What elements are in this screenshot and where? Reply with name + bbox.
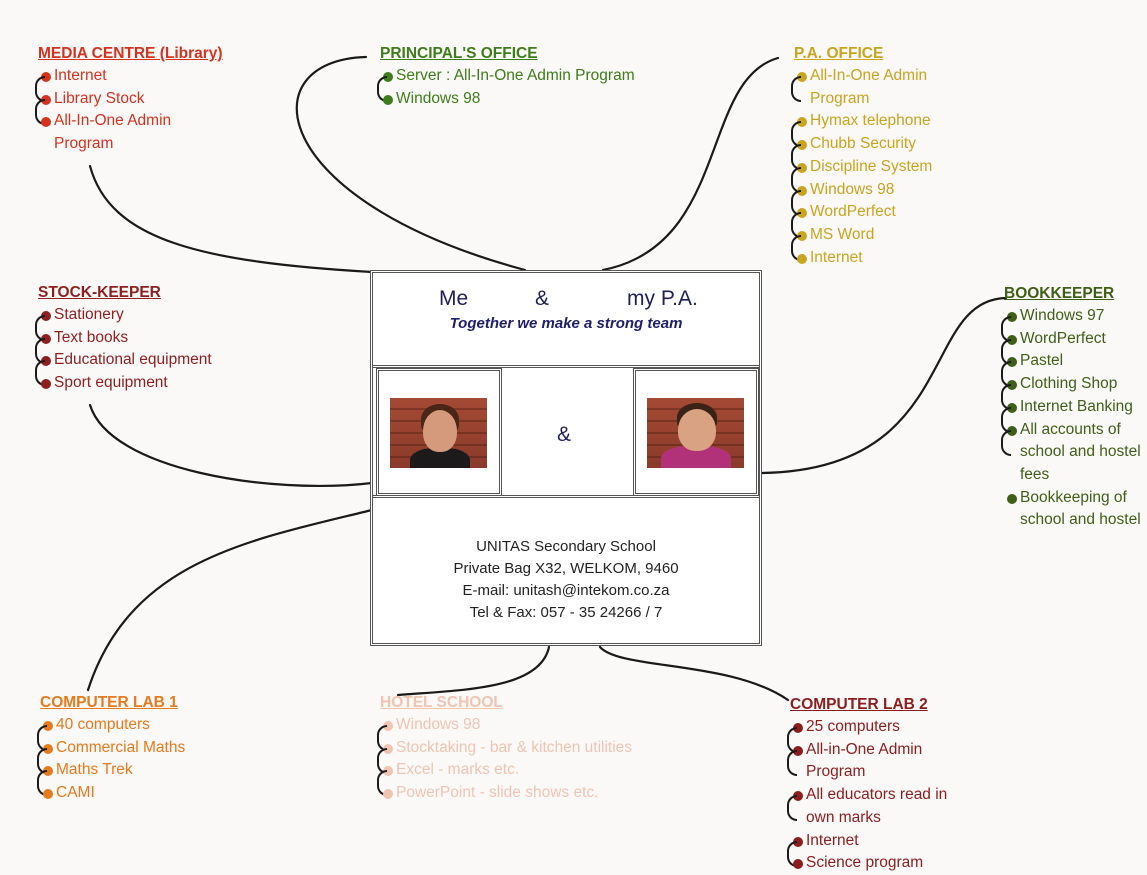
pa-office-title: P.A. OFFICE (794, 45, 884, 62)
photo-frame-me (376, 368, 502, 496)
computer-lab-1-item: CAMI (38, 782, 228, 805)
pa-office-item: WordPerfect (791, 201, 962, 238)
stock-keeper-item: Sport equipment (36, 372, 246, 395)
ampersand-label: & (535, 287, 550, 310)
pa-office-item: Windows 98 (791, 179, 962, 216)
computer-lab-1-item: 40 computers (37, 714, 228, 751)
photo-frame-pa (633, 368, 759, 496)
bookkeeper-item: Internet Banking (1001, 396, 1147, 433)
pa-office-item: MS Word (791, 224, 962, 261)
connector-computer-lab-1 (86, 508, 374, 692)
stock-keeper-item: Stationery (35, 304, 246, 341)
team-tagline: Together we make a strong team (449, 315, 683, 332)
hotel-school-item: Excel - marks etc. (377, 759, 658, 796)
media-centre-item: Library Stock (35, 88, 246, 125)
computer-lab-2-item: Science program (788, 852, 968, 875)
bookkeeper-item: Windows 97 (1001, 305, 1147, 342)
computer-lab-1-item: Maths Trek (37, 759, 228, 796)
computer-lab-2-item: Internet (787, 830, 968, 867)
email-address: E-mail: unitash@intekom.co.za (462, 582, 670, 599)
pa-office-item: Internet (792, 247, 962, 270)
principal-item: Server : All-In-One Admin Program (377, 65, 668, 102)
principals-office-title: PRINCIPAL'S OFFICE (380, 45, 538, 62)
hotel-school-item: Windows 98 (377, 714, 658, 751)
team-header: Me & my P.A. Together we make a strong t… (373, 273, 759, 368)
phone-fax: Tel & Fax: 057 - 35 24266 / 7 (469, 604, 663, 621)
media-centre-item: All-In-One Admin Program (36, 110, 246, 155)
photo-ampersand: & (557, 423, 572, 446)
computer-lab-1-title: COMPUTER LAB 1 (40, 694, 178, 711)
pa-office-item: All-In-One Admin Program (791, 65, 962, 110)
bookkeeper-item: All accounts of school and hostel fees (1001, 419, 1147, 487)
bookkeeper-title: BOOKKEEPER (1004, 285, 1115, 302)
hotel-school-title: HOTEL SCHOOL (380, 694, 503, 711)
school-address: UNITAS Secondary School Private Bag X32,… (373, 536, 759, 624)
computer-lab-2-title: COMPUTER LAB 2 (790, 696, 928, 713)
computer-lab-2-item: All-in-One Admin Program (787, 739, 968, 784)
stock-keeper-item: Educational equipment (35, 349, 246, 386)
computer-lab-2-item: All educators read in own marks (787, 784, 968, 829)
stock-keeper-item: Text books (35, 327, 246, 364)
school-address-box: UNITAS Secondary School Private Bag X32,… (373, 495, 759, 646)
school-name: UNITAS Secondary School (476, 538, 656, 555)
connector-media-centre (88, 164, 374, 274)
me-label: Me (439, 287, 469, 310)
connector-bookkeeper (760, 296, 1008, 475)
media-centre-title: MEDIA CENTRE (Library) (38, 45, 223, 62)
stock-keeper-title: STOCK-KEEPER (38, 284, 161, 301)
hotel-school-item: PowerPoint - slide shows etc. (378, 782, 658, 805)
photo-me (390, 398, 487, 468)
principal-item: Windows 98 (378, 88, 668, 111)
center-card: Me & my P.A. Together we make a strong t… (370, 270, 762, 646)
postal-address: Private Bag X32, WELKOM, 9460 (453, 560, 679, 577)
bookkeeper-item: Pastel (1001, 350, 1147, 387)
connector-stock-keeper (88, 403, 374, 488)
hotel-school-item: Stocktaking - bar & kitchen utilities (377, 737, 658, 774)
my-pa-label: my P.A. (627, 287, 698, 310)
bookkeeper-item: Bookkeeping of school and hostel (1002, 487, 1147, 532)
principals-office-group: PRINCIPAL'S OFFICE Server : All-In-One A… (377, 43, 668, 111)
computer-lab-2-item: 25 computers (787, 716, 968, 753)
pa-office-item: Hymax telephone (791, 110, 962, 147)
bookkeeper-item: WordPerfect (1001, 328, 1147, 365)
connector-hotel-school (396, 645, 551, 697)
computer-lab-1-item: Commercial Maths (37, 737, 228, 774)
pa-office-item: Discipline System (791, 156, 962, 193)
photo-pa (647, 398, 744, 468)
pa-office-item: Chubb Security (791, 133, 962, 170)
bookkeeper-item: Clothing Shop (1001, 373, 1147, 410)
media-centre-item: Internet (35, 65, 246, 102)
